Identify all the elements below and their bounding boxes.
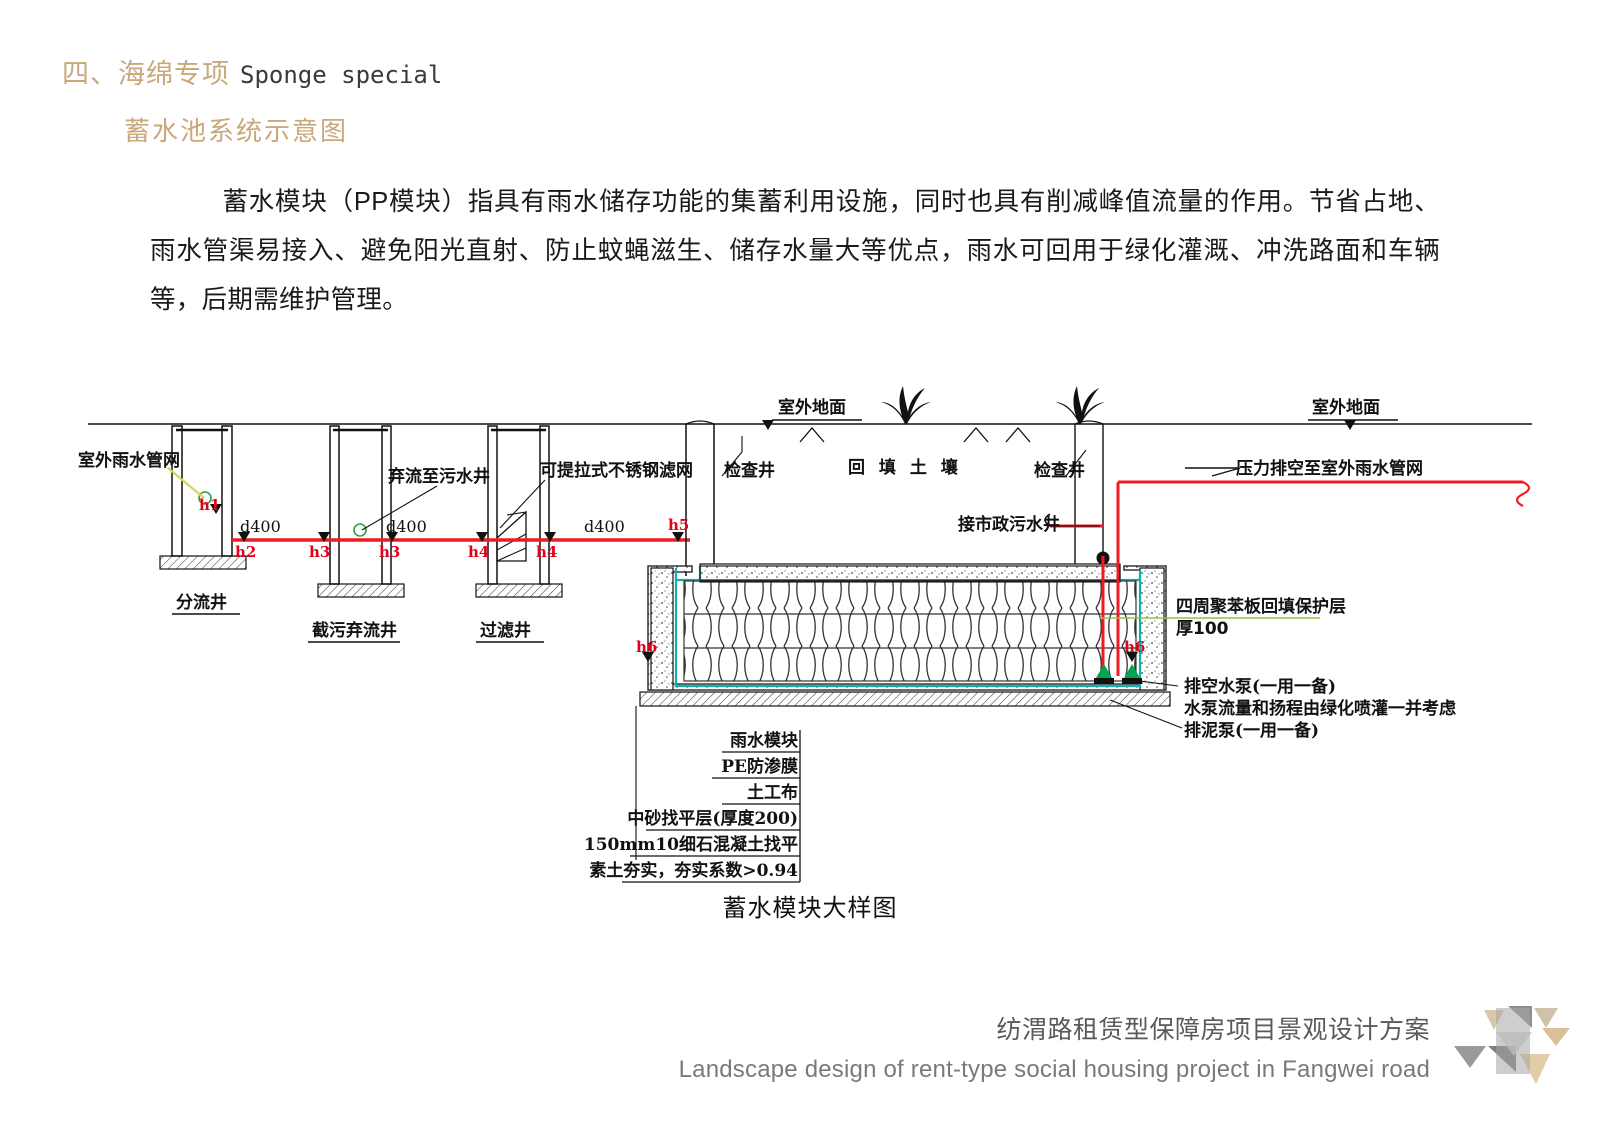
pump-note-leaders: [1109, 679, 1183, 729]
elev-mark-h3b: h3: [379, 543, 400, 561]
section-title: 四、海绵专项 Sponge special: [62, 52, 442, 91]
elev-mark-h3a: h3: [309, 543, 330, 561]
label-discard-to-sewage: 弃流至污水井: [388, 466, 490, 487]
label-pressure-discharge: 压力排空至室外雨水管网: [1236, 458, 1423, 479]
company-logo: [1446, 988, 1598, 1088]
pump-note-0: 排空水泵(一用一备): [1184, 676, 1336, 697]
stainless-screen-shape: [496, 510, 527, 562]
layer-label-4: 150mm10细石混凝土找平: [584, 834, 798, 855]
elev-mark-h2: h2: [235, 543, 256, 561]
label-inspection-well-2: 检查井: [1034, 460, 1085, 481]
inspection-well-left: [685, 420, 715, 576]
layer-label-5: 素土夯实，夯实系数>0.94: [589, 860, 798, 881]
flow-arrow: [1185, 467, 1241, 477]
logo-tangram-shapes: [1454, 1006, 1570, 1084]
label-eps-protection-line2: 厚100: [1176, 619, 1229, 639]
well-diversion: [159, 425, 247, 570]
footer-project-cn: 纺渭路租赁型保障房项目景观设计方案: [996, 1016, 1430, 1044]
leader-line-storm-network: [167, 467, 205, 499]
cistern-tank: [639, 563, 1171, 707]
label-well-diversion: 分流井: [176, 592, 227, 613]
pipe-break-symbol-sewage: [1044, 513, 1051, 527]
label-ground-level-mid: 室外地面: [778, 397, 846, 418]
elev-mark-h4a: h4: [468, 543, 489, 561]
label-storm-network-left: 室外雨水管网: [78, 450, 180, 471]
slide-footer: 纺渭路租赁型保障房项目景观设计方案 Landscape design of re…: [679, 1010, 1430, 1084]
label-well-filter: 过滤井: [480, 620, 531, 641]
section-title-en: Sponge special: [240, 61, 443, 89]
plant-symbols: [881, 386, 1105, 424]
label-backfill-soil: 回 填 土 壤: [848, 457, 962, 478]
page-subtitle: 蓄水池系统示意图: [124, 116, 349, 146]
label-pipe-d400-1: d400: [240, 517, 281, 536]
label-inspection-well-1: 检查井: [724, 460, 775, 481]
cistern-section-drawing: 室外雨水管网 室外地面 室外地面 回 填 土 壤 检查井 检查井 弃流至污水井 …: [0, 380, 1620, 960]
figure-caption: 蓄水模块大样图: [722, 895, 898, 922]
pipe-break-symbol-right: [1515, 481, 1531, 507]
slide-header: 四、海绵专项 Sponge special 蓄水池系统示意图: [62, 52, 442, 148]
pumps: [1094, 664, 1142, 684]
elevation-markers: [210, 420, 1356, 662]
pump-note-2: 排泥泵(一用一备): [1184, 720, 1319, 741]
intro-paragraph: 蓄水模块（PP模块）指具有雨水储存功能的集蓄利用设施，同时也具有削减峰值流量的作…: [150, 178, 1440, 325]
layer-label-1: PE防渗膜: [721, 756, 798, 777]
label-pipe-d400-2: d400: [386, 517, 427, 536]
elev-mark-h4b: h4: [536, 543, 557, 561]
section-title-cn: 四、海绵专项: [62, 59, 230, 89]
well-filter: [475, 425, 563, 598]
label-pipe-d400-3: d400: [584, 517, 625, 536]
label-eps-protection-line1: 四周聚苯板回填保护层: [1176, 596, 1346, 617]
layer-label-2: 土工布: [747, 782, 798, 803]
elev-mark-h5: h5: [668, 516, 689, 534]
pump-note-1: 水泵流量和扬程由绿化喷灌一并考虑: [1184, 698, 1456, 719]
footer-project-en: Landscape design of rent-type social hou…: [678, 1056, 1430, 1083]
intro-paragraph-text: 蓄水模块（PP模块）指具有雨水储存功能的集蓄利用设施，同时也具有削减峰值流量的作…: [150, 188, 1440, 314]
elev-mark-h1: h1: [199, 496, 220, 514]
elev-mark-h6b: h6: [1124, 638, 1145, 656]
layer-label-0: 雨水模块: [730, 730, 799, 751]
label-stainless-filter: 可提拉式不锈钢滤网: [540, 460, 693, 481]
ground-texture-marks: [799, 427, 1031, 443]
label-ground-level-right: 室外地面: [1312, 397, 1380, 418]
elev-mark-h6a: h6: [636, 638, 657, 656]
layer-label-3: 中砂找平层(厚度200): [627, 808, 798, 829]
label-connect-municipal-sewage: 接市政污水井: [958, 514, 1060, 535]
label-well-intercept: 截污弃流井: [312, 620, 397, 641]
intro-block: 蓄水模块（PP模块）指具有雨水储存功能的集蓄利用设施，同时也具有削减峰值流量的作…: [150, 178, 1440, 325]
well-intercept-discard: [317, 425, 405, 598]
